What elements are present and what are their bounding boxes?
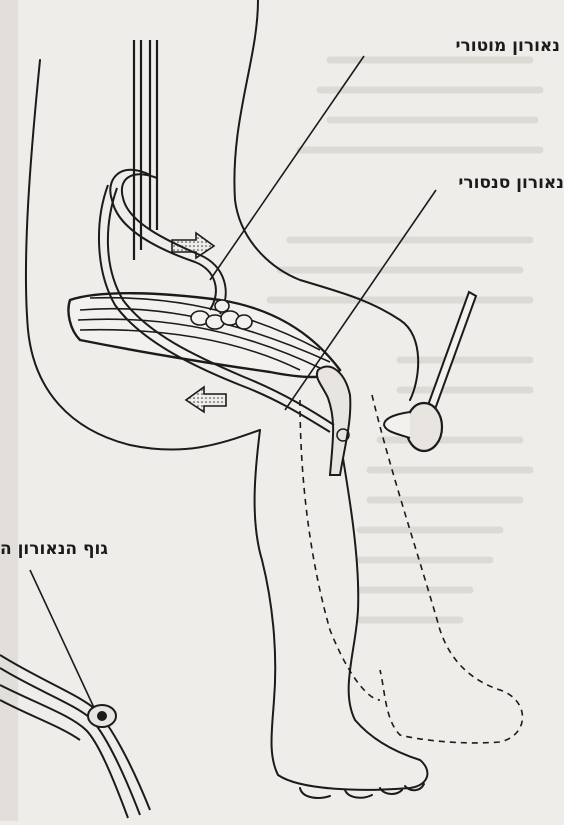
page-edge xyxy=(0,0,18,821)
motor-neuron-label: נאורון מוטורי xyxy=(385,36,560,56)
sensory-neuron-label: נאורון סנסורי xyxy=(440,173,564,193)
cell-body-label: גוף הנאורון ה xyxy=(0,539,118,559)
